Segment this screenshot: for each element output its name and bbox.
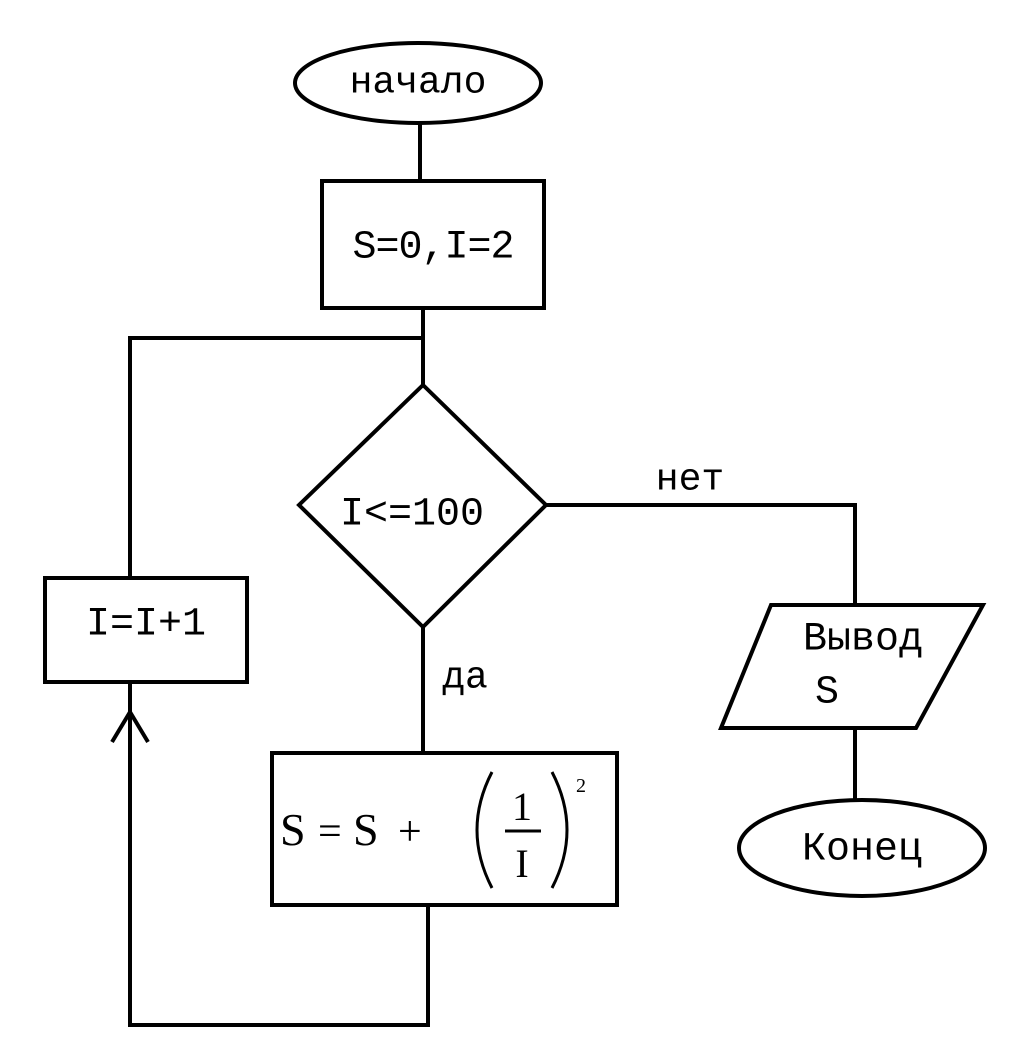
end-terminator: Конец [737, 798, 987, 898]
formula-equals: = [318, 809, 342, 855]
start-terminator: начало [293, 41, 543, 125]
branch-no-label: нет [656, 459, 724, 502]
formula-numerator: 1 [512, 784, 532, 829]
formula-lhs: S [280, 804, 306, 855]
output-io: Вывод S [718, 603, 987, 730]
connector-no-branch [546, 503, 857, 605]
end-label: Конец [802, 828, 922, 873]
increment-box [43, 576, 249, 684]
output-line1: Вывод [803, 618, 923, 663]
increment-process: I=I+1 [43, 576, 249, 684]
right-parenthesis [550, 771, 569, 889]
increment-label: I=I+1 [86, 603, 206, 648]
arrowhead-up [110, 708, 150, 744]
condition-diamond [296, 382, 549, 630]
end-oval [737, 798, 987, 898]
init-box [320, 179, 546, 310]
formula-plus: + [398, 809, 422, 855]
connectors [110, 123, 857, 1027]
init-label: S=0,I=2 [352, 226, 513, 271]
formula-process: S = S + 1 I 2 [270, 751, 619, 907]
output-parallelogram [718, 603, 987, 730]
left-parenthesis [475, 771, 494, 889]
condition-label: I<=100 [340, 493, 484, 538]
formula-term: S [353, 804, 379, 855]
connector-loop-return [128, 336, 423, 578]
formula-box [270, 751, 619, 907]
condition-decision: I<=100 [296, 382, 549, 630]
branch-yes-label: да [442, 657, 488, 700]
formula-exponent: 2 [576, 775, 586, 797]
formula-denominator: I [515, 841, 528, 886]
start-oval [293, 41, 543, 125]
start-label: начало [350, 62, 487, 105]
output-line2: S [815, 671, 839, 716]
connector-formula-to-increment [128, 682, 430, 1027]
init-process: S=0,I=2 [320, 179, 546, 310]
